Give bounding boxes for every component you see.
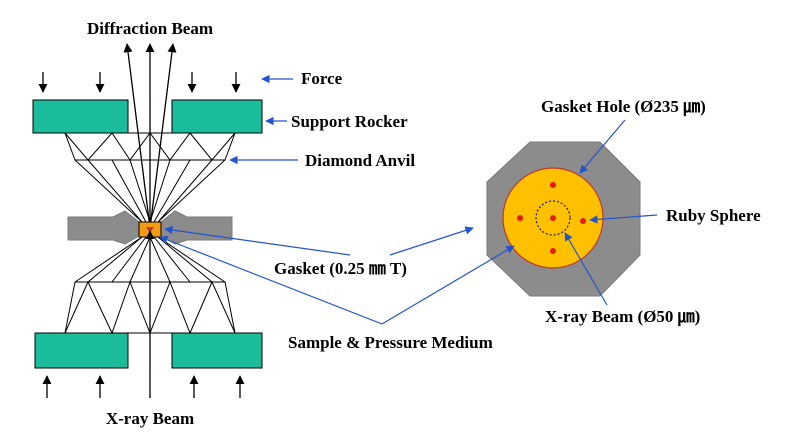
diamond-anvil-lower bbox=[64, 236, 236, 335]
ruby-sphere-dot bbox=[580, 218, 586, 224]
gasket-hole-label: Gasket Hole (Ø235 ㎛) bbox=[541, 97, 706, 117]
xray-beam-bottom-label: X-ray Beam bbox=[106, 409, 194, 428]
sample-ruby bbox=[146, 227, 154, 233]
force-arrows-bottom bbox=[42, 375, 245, 398]
gasket-label: Gasket (0.25 ㎜ T) bbox=[274, 259, 407, 278]
ruby-spheres bbox=[517, 182, 586, 254]
force-arrows-top bbox=[38, 72, 241, 93]
diamond-anvil-upper bbox=[64, 132, 236, 223]
sample-pressure-medium-label: Sample & Pressure Medium bbox=[288, 333, 493, 352]
ruby-sphere-dot bbox=[550, 248, 556, 254]
pointer-arrows bbox=[159, 74, 658, 325]
support-rocker-top-left bbox=[32, 99, 129, 134]
diamond-anvil-label: Diamond Anvil bbox=[305, 151, 415, 170]
ruby-sphere-dot bbox=[550, 215, 556, 221]
xray-beam-spot bbox=[535, 200, 571, 236]
support-rocker-bottom-right bbox=[171, 332, 263, 369]
support-rocker-label: Support Rocker bbox=[291, 112, 408, 131]
xray-beam-right-label: X-ray Beam (Ø50 ㎛) bbox=[545, 307, 700, 327]
support-rocker-bottom-left bbox=[34, 332, 129, 369]
diffraction-beam-label: Diffraction Beam bbox=[87, 19, 213, 38]
gasket-side bbox=[67, 210, 140, 245]
force-label: Force bbox=[301, 69, 343, 88]
ruby-sphere-label: Ruby Sphere bbox=[666, 206, 761, 225]
support-rocker-top-right bbox=[171, 99, 263, 134]
gasket-side bbox=[160, 210, 233, 245]
ruby-sphere-dot bbox=[517, 215, 523, 221]
ruby-sphere-dot bbox=[550, 182, 556, 188]
